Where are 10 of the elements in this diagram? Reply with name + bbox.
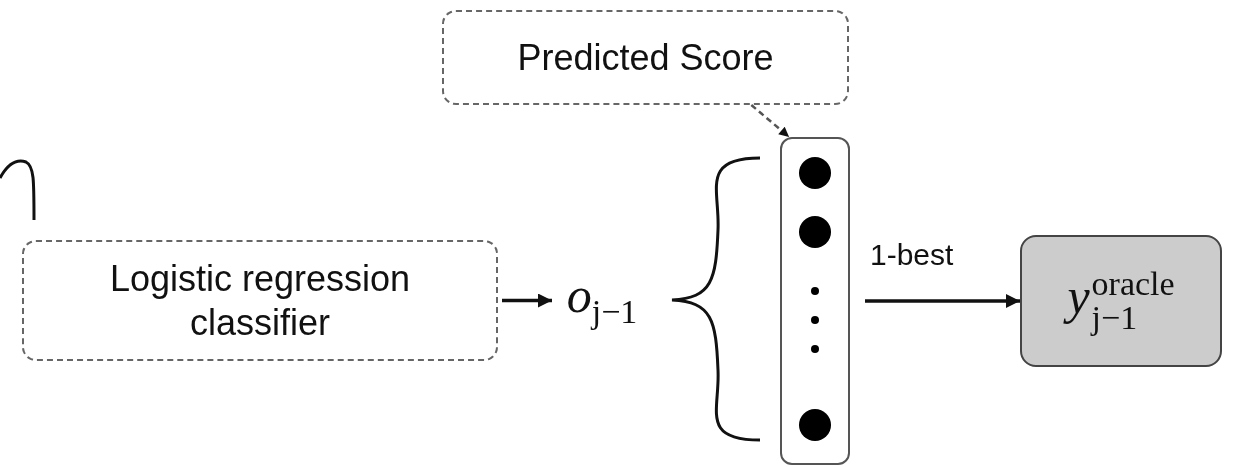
arrow xyxy=(750,104,790,138)
callout-box xyxy=(442,10,849,105)
math-symbol: o$_{j−1}$ xyxy=(566,265,638,331)
output-box xyxy=(1020,235,1222,367)
arrow xyxy=(865,294,1020,308)
vector-box xyxy=(780,137,850,465)
process-box xyxy=(22,240,498,361)
node-label: Predicted Score xyxy=(516,35,775,80)
arrow xyxy=(502,293,552,308)
node-label: Logistic regression classifier xyxy=(108,257,412,344)
